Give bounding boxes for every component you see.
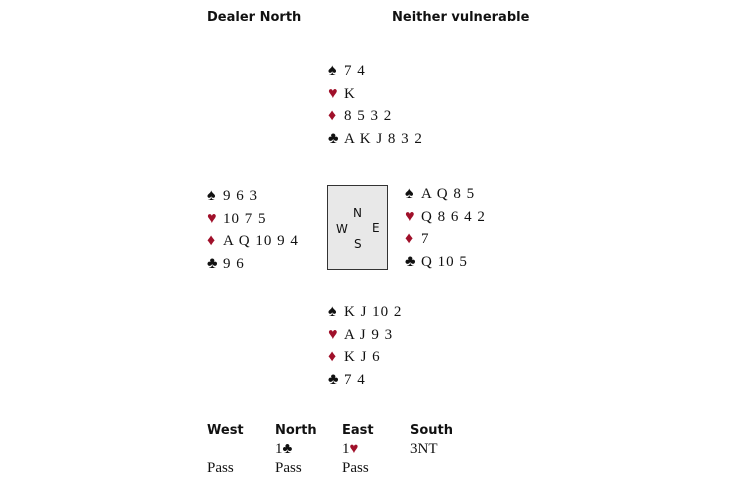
west-clubs-row: ♣9 6 [207, 253, 299, 276]
club-icon: ♣ [328, 370, 340, 388]
bid: Pass [207, 460, 234, 476]
bid: Pass [275, 460, 302, 476]
bid [207, 440, 244, 459]
holding: 7 4 [344, 63, 366, 79]
north-clubs-row: ♣A K J 8 3 2 [328, 128, 423, 151]
south-hearts-row: ♥ A J 9 3 [328, 324, 402, 347]
holding: K J 6 [344, 349, 381, 365]
east-spades-row: ♠ A Q 8 5 [405, 183, 486, 206]
west-hearts-row: ♥ 10 7 5 [207, 208, 299, 231]
auction-col-south: South 3NT [410, 421, 453, 478]
spade-icon: ♠ [328, 62, 338, 79]
holding: A Q 8 5 [421, 186, 476, 202]
east-hand: ♠A Q 8 5♥Q 8 6 4 2♦7♣Q 10 5 [405, 183, 486, 273]
compass-east: E [372, 221, 380, 235]
auction-col-north: North 1♣ Pass [275, 421, 317, 478]
north-diamonds-row: ♦ 8 5 3 2 [328, 105, 423, 128]
holding: 7 4 [344, 371, 366, 388]
south-hand: ♠K J 10 2♥A J 9 3♦K J 6♣7 4 [328, 301, 402, 391]
south-clubs-row: ♣7 4 [328, 369, 402, 392]
auction-col-east: East 1♥ Pass [342, 421, 374, 478]
diamond-icon: ♦ [405, 230, 415, 247]
bid [410, 459, 453, 478]
holding: K [344, 85, 356, 102]
north-spades-row: ♠ 7 4 [328, 60, 423, 83]
bid: 3NT [410, 441, 438, 457]
east-hearts-row: ♥ Q 8 6 4 2 [405, 206, 486, 229]
east-clubs-row: ♣Q 10 5 [405, 251, 486, 274]
holding: A Q 10 9 4 [223, 233, 299, 249]
west-spades-row: ♠ 9 6 3 [207, 185, 299, 208]
auction-col-west: West Pass [207, 421, 244, 478]
auction-header: East [342, 423, 374, 438]
bid: Pass [342, 460, 369, 476]
south-diamonds-row: ♦ K J 6 [328, 346, 402, 369]
heart-icon: ♥ [405, 207, 416, 225]
heart-icon: ♥ [207, 209, 218, 227]
bid: 1♥ [342, 441, 359, 457]
heart-icon: ♥ [328, 84, 339, 102]
holding: 10 7 5 [223, 210, 267, 227]
diamond-icon: ♦ [328, 348, 338, 365]
dealer-label: Dealer North [207, 10, 302, 25]
compass-north: N [353, 206, 362, 220]
auction-header: North [275, 423, 317, 438]
heart-icon: ♥ [328, 325, 339, 343]
west-diamonds-row: ♦ A Q 10 9 4 [207, 230, 299, 253]
holding: 9 6 [223, 255, 245, 272]
holding: 7 [421, 231, 430, 247]
holding: 8 5 3 2 [344, 108, 393, 124]
north-hand: ♠7 4♥K♦8 5 3 2♣A K J 8 3 2 [328, 60, 423, 150]
club-icon: ♣ [328, 129, 340, 147]
club-icon: ♣ [405, 252, 417, 270]
vulnerability-label: Neither vulnerable [392, 10, 530, 25]
club-icon: ♣ [207, 254, 219, 272]
west-hand: ♠9 6 3♥10 7 5♦A Q 10 9 4♣9 6 [207, 185, 299, 275]
auction-header: South [410, 423, 454, 438]
east-diamonds-row: ♦7 [405, 228, 486, 251]
compass-table: N W E S [327, 185, 388, 270]
holding: K J 10 2 [344, 304, 403, 320]
spade-icon: ♠ [405, 185, 415, 202]
spade-icon: ♠ [328, 303, 338, 320]
diamond-icon: ♦ [207, 232, 217, 249]
north-hearts-row: ♥K [328, 83, 423, 106]
holding: Q 10 5 [421, 253, 468, 270]
compass-south: S [354, 237, 362, 251]
bid: 1♣ [275, 441, 293, 457]
holding: A K J 8 3 2 [344, 130, 423, 147]
spade-icon: ♠ [207, 187, 217, 204]
holding: Q 8 6 4 2 [421, 208, 486, 225]
holding: 9 6 3 [223, 188, 258, 204]
holding: A J 9 3 [344, 326, 394, 343]
auction-header: West [207, 423, 244, 438]
compass-west: W [336, 222, 348, 236]
south-spades-row: ♠ K J 10 2 [328, 301, 402, 324]
diamond-icon: ♦ [328, 107, 338, 124]
